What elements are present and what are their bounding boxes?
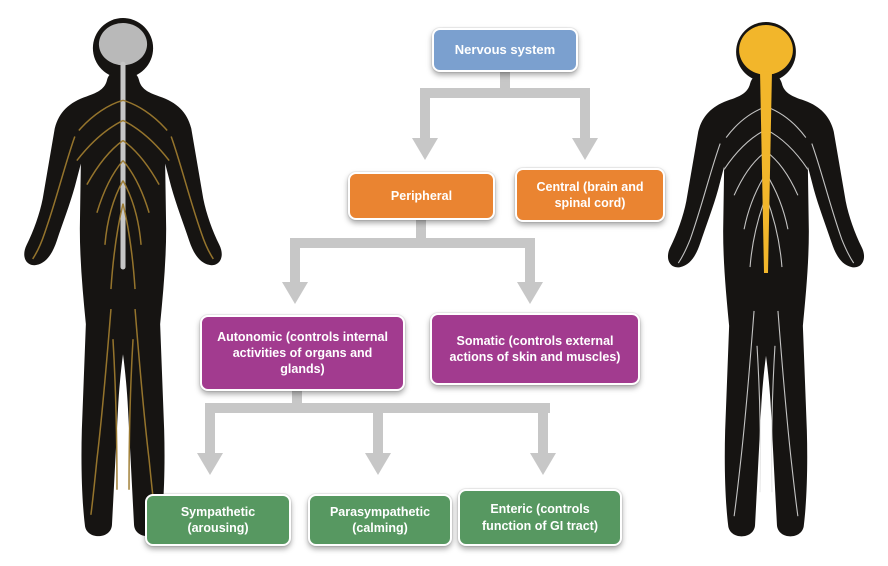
- spinal-cord-yellow-icon: [760, 71, 772, 274]
- node-enteric: Enteric (controls function of GI tract): [458, 489, 622, 546]
- node-nervous-system: Nervous system: [432, 28, 578, 72]
- node-central: Central (brain and spinal cord): [515, 168, 665, 222]
- node-peripheral: Peripheral: [348, 172, 495, 220]
- node-sympathetic: Sympathetic (arousing): [145, 494, 291, 546]
- node-autonomic: Autonomic (controls internal activities …: [200, 315, 405, 391]
- peripheral-nerves-gold-icon: [32, 99, 214, 515]
- human-figure-front-illustration: [24, 18, 222, 537]
- brain-yellow-icon: [739, 24, 793, 75]
- brain-gray-icon: [98, 23, 148, 66]
- node-somatic: Somatic (controls external actions of sk…: [430, 313, 640, 385]
- node-parasympathetic: Parasympathetic (calming): [308, 494, 452, 546]
- human-figure-back-illustration: [667, 21, 865, 537]
